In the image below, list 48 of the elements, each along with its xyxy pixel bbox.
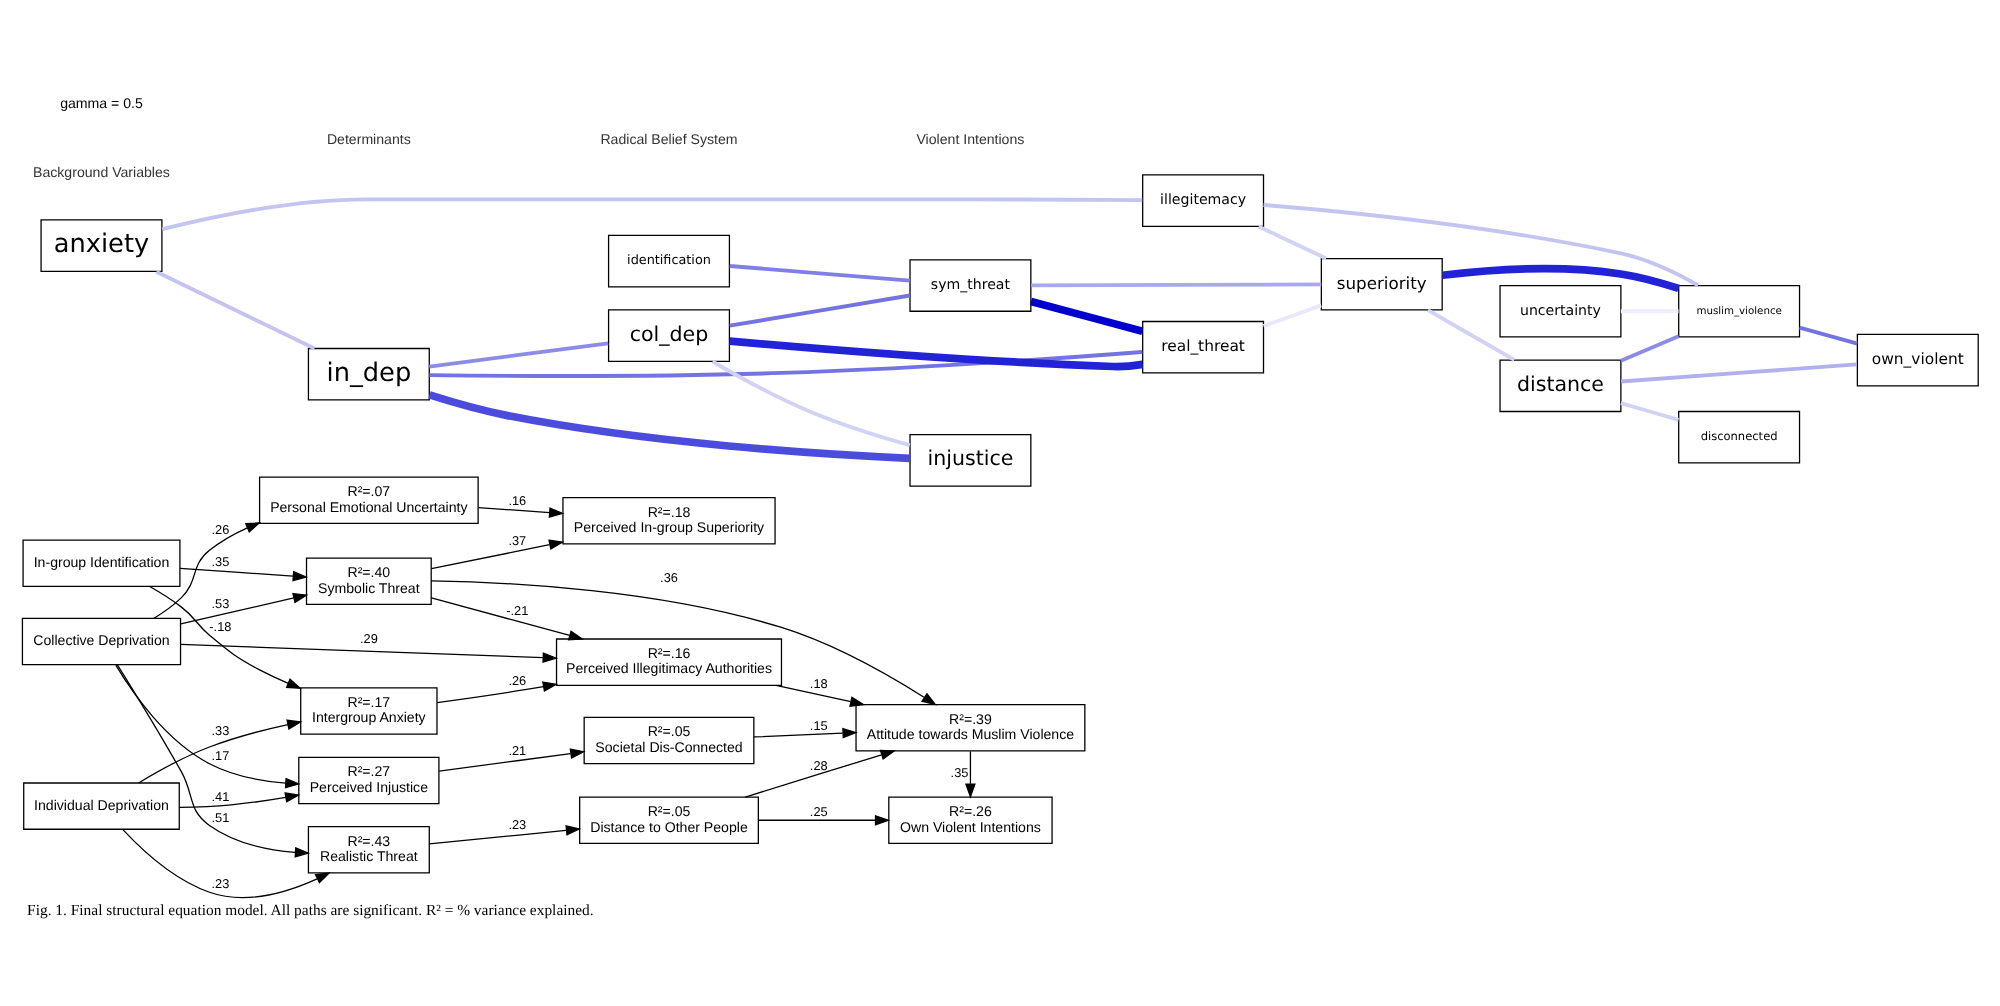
connector (1799, 325, 1858, 346)
arrow (116, 664, 311, 858)
connector (1257, 224, 1327, 261)
node-box: distance (1499, 359, 1622, 413)
node-box: col_dep (607, 309, 731, 362)
connector (711, 359, 911, 448)
arrow (757, 814, 891, 826)
node-box: superiority (1320, 257, 1443, 311)
connector (155, 269, 316, 351)
arrow (180, 592, 309, 625)
node-box: anxiety (40, 219, 163, 273)
arrow (148, 585, 302, 689)
arrow (428, 825, 582, 845)
arrow (430, 539, 565, 570)
connector (1620, 334, 1680, 363)
connector (729, 264, 910, 283)
arrow (430, 580, 937, 706)
arrow (775, 684, 866, 707)
connector (1031, 282, 1322, 288)
connector (161, 197, 1143, 232)
connector (1262, 303, 1322, 328)
connector (1621, 362, 1858, 384)
connector (1263, 203, 1699, 287)
connector (429, 341, 609, 369)
arrow (436, 681, 559, 704)
connector (1442, 264, 1680, 293)
connector (1620, 401, 1680, 422)
arrow (137, 719, 303, 784)
arrow (178, 792, 301, 809)
arrow (438, 748, 586, 772)
arrow (180, 643, 558, 663)
connector (429, 350, 1143, 378)
connector (1029, 297, 1144, 335)
connector (1427, 308, 1516, 362)
arrow (477, 507, 565, 518)
connector (729, 293, 911, 328)
arrow (744, 749, 896, 798)
node-box: in_dep (307, 347, 430, 401)
arrow (122, 828, 331, 899)
arrow (753, 727, 858, 739)
connector (729, 337, 1144, 371)
arrow (430, 597, 585, 641)
arrow (115, 664, 301, 789)
arrow (965, 750, 976, 799)
arrow (179, 567, 309, 582)
node-box: injustice (909, 434, 1032, 487)
connector (428, 391, 910, 463)
arrow (152, 522, 262, 620)
